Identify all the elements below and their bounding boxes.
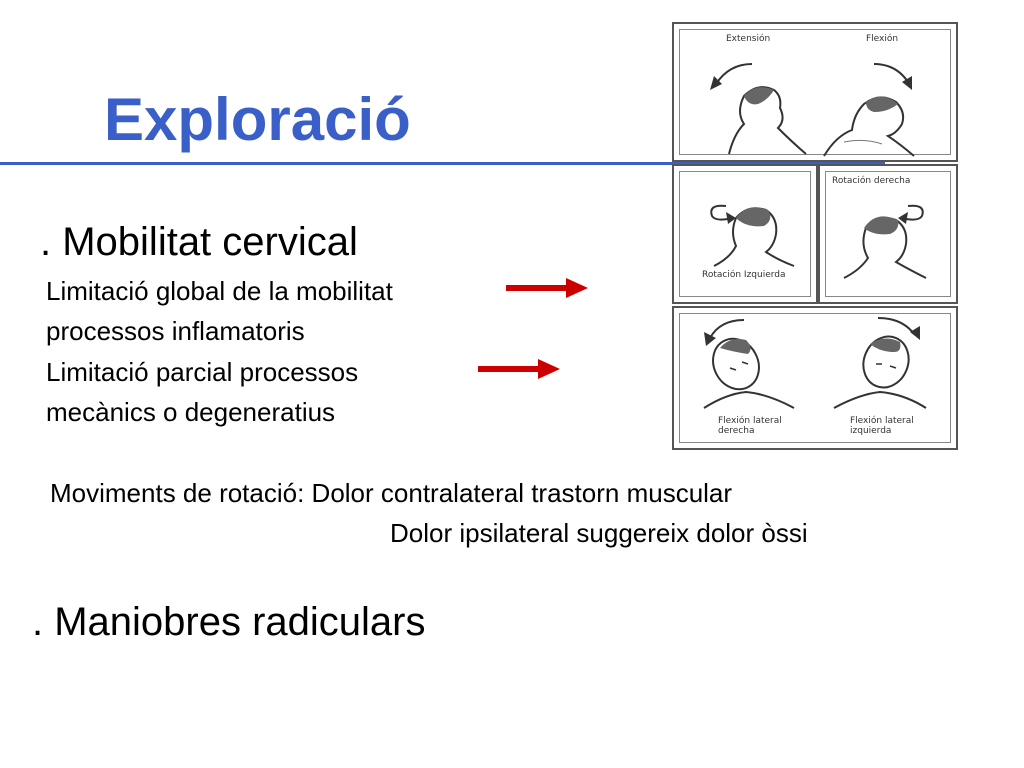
caption-lateral-flexion-right: Flexión lateral derecha [718, 416, 782, 437]
caption-lateral-flexion-right-line2: derecha [718, 426, 755, 437]
head-extension-flexion-icon [710, 63, 915, 157]
caption-rotation-right: Rotación derecha [832, 176, 911, 186]
head-rotation-right-icon [843, 204, 927, 279]
panel-extension-flexion: Extensión Flexión [672, 22, 958, 162]
caption-extension: Extensión [726, 34, 771, 44]
section-heading-mobility: . Mobilitat cervical [40, 220, 358, 264]
panel-rotation-left: Rotación Izquierda [672, 164, 818, 304]
text-partial-limitation: Limitació parcial processos [46, 357, 359, 387]
right-arrow-icon [478, 359, 560, 379]
text-rotation-contralateral: Moviments de rotació: Dolor contralatera… [50, 478, 733, 508]
text-mechanical: mecànics o degeneratius [46, 397, 336, 427]
caption-lateral-flexion-left-line1: Flexión lateral [850, 416, 914, 426]
slide-title: Exploració [104, 86, 411, 153]
text-global-limitation: Limitació global de la mobilitat [46, 276, 393, 306]
caption-lateral-flexion-left: Flexión lateral izquierda [850, 416, 914, 437]
caption-lateral-flexion-left-line2: izquierda [850, 426, 892, 437]
panel-rotation-right: Rotación derecha [818, 164, 958, 304]
text-rotation-ipsilateral: Dolor ipsilateral suggereix dolor òssi [390, 518, 808, 548]
section-heading-radicular: . Maniobres radiculars [32, 600, 426, 644]
caption-lateral-flexion-right-line1: Flexión lateral [718, 416, 782, 426]
caption-rotation-left: Rotación Izquierda [702, 270, 786, 280]
title-underline [0, 162, 885, 165]
right-arrow-icon [506, 278, 588, 298]
caption-flexion: Flexión [866, 34, 899, 44]
head-rotation-left-icon [710, 204, 795, 267]
panel-lateral-flexion: Flexión lateral derecha Flexión lateral … [672, 306, 958, 450]
head-lateral-flexion-icon [703, 317, 927, 409]
text-inflammatory: processos inflamatoris [46, 316, 305, 346]
